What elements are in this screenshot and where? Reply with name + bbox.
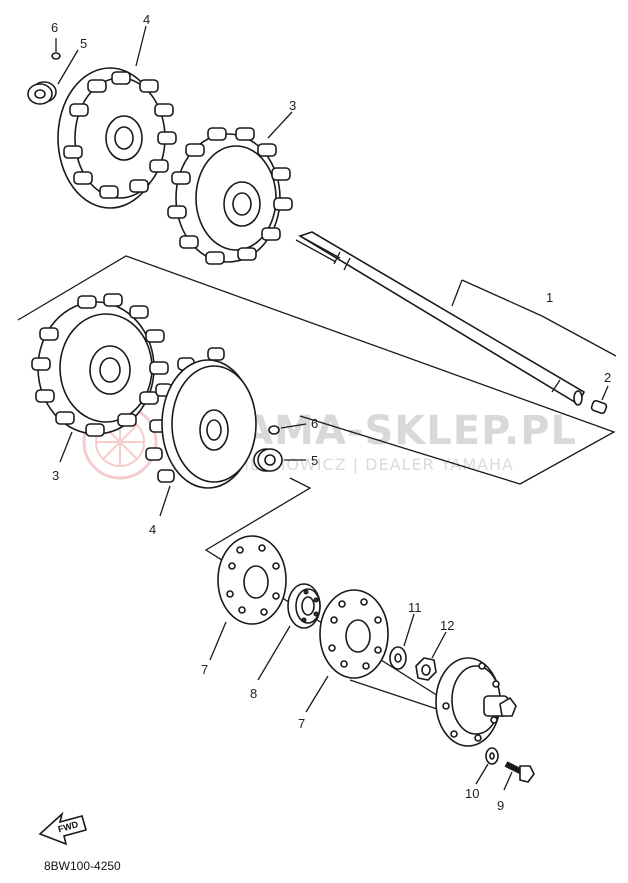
part-hub-flange xyxy=(435,657,517,747)
part-3-sprocket-top xyxy=(167,111,293,265)
callout-4-top: 4 xyxy=(143,12,150,27)
callout-3-left: 3 xyxy=(52,468,59,483)
fwd-arrow-icon: FWD xyxy=(38,811,87,846)
part-4-sprocket-top xyxy=(57,25,177,209)
callout-11: 11 xyxy=(408,600,422,615)
callout-8: 8 xyxy=(250,686,257,701)
callout-7-second: 7 xyxy=(298,716,305,731)
callout-1: 1 xyxy=(546,290,553,305)
group-frame-line xyxy=(17,255,616,485)
part-9-bolt xyxy=(503,761,535,791)
part-5-bushing-top xyxy=(27,49,79,105)
callout-6-top: 6 xyxy=(51,20,58,35)
callout-3-top: 3 xyxy=(289,98,296,113)
part-4-sprocket-middle xyxy=(145,347,257,517)
part-1-shaft xyxy=(295,231,617,406)
diagram-code: 8BW100-4250 xyxy=(44,859,121,873)
part-11-washer xyxy=(389,613,415,670)
watermark: YAMA-SKLEP.PL WOJCIECHOWICZ | DEALER YAM… xyxy=(82,404,576,480)
callout-10: 10 xyxy=(465,786,479,801)
callout-12: 12 xyxy=(440,618,454,633)
part-3-sprocket-left xyxy=(31,293,169,463)
callout-7-first: 7 xyxy=(201,662,208,677)
callout-5-top: 5 xyxy=(80,36,87,51)
part-2-plug xyxy=(590,385,609,415)
part-6-circlip-middle xyxy=(268,423,307,435)
part-7-flange-second xyxy=(305,589,389,713)
part-7-flange-first xyxy=(209,535,287,661)
callout-5-middle: 5 xyxy=(311,453,318,468)
callout-6-middle: 6 xyxy=(311,416,318,431)
part-8-bearing xyxy=(257,583,321,681)
callout-9: 9 xyxy=(497,798,504,813)
part-10-washer xyxy=(475,747,499,785)
part-6-circlip-top xyxy=(51,38,61,60)
callout-2: 2 xyxy=(604,370,611,385)
part-5-bushing-middle xyxy=(253,448,306,472)
part-12-nut xyxy=(415,631,447,681)
callout-4-middle: 4 xyxy=(149,522,156,537)
